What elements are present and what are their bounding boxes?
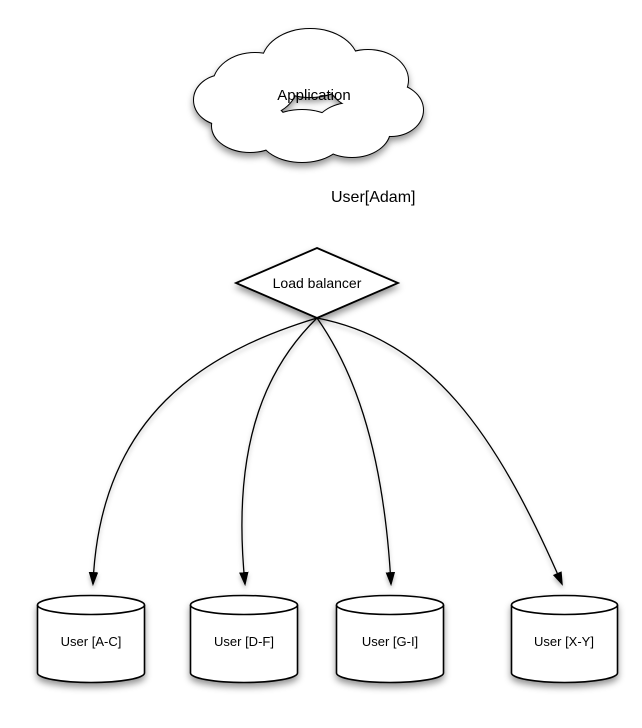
- cylinder-top: [510, 594, 619, 616]
- load-balancer-label: Load balancer: [273, 275, 362, 291]
- shard-node-4: [510, 594, 619, 684]
- cylinder-icon: [189, 605, 299, 684]
- shard-node-2: [189, 594, 299, 684]
- shard-label-4: User [X-Y]: [534, 634, 594, 649]
- edge-balancer-to-shard-2: [239, 317, 318, 587]
- shard-node-1: [36, 594, 146, 684]
- edges-balancer-to-shards: [88, 317, 563, 587]
- cylinder-icon: [36, 605, 146, 684]
- shard-node-3: [335, 594, 445, 684]
- application-cloud-node: [193, 28, 424, 163]
- edge-balancer-to-shard-4: [316, 317, 563, 586]
- edge-balancer-to-shard-1: [88, 317, 318, 587]
- shard-label-1: User [A-C]: [61, 634, 122, 649]
- shard-label-2: User [D-F]: [214, 634, 274, 649]
- cylinder-icon: [335, 605, 445, 684]
- shard-label-3: User [G-I]: [362, 634, 418, 649]
- edge-balancer-to-shard-3: [316, 317, 396, 587]
- edge-label-user-adam: User[Adam]: [331, 189, 415, 206]
- cloud-fill: [194, 29, 423, 162]
- cylinder-top: [335, 594, 445, 616]
- cylinder-icon: [510, 605, 619, 684]
- cylinder-top: [189, 594, 299, 616]
- application-label: Application: [277, 87, 350, 104]
- cylinder-top: [36, 594, 146, 616]
